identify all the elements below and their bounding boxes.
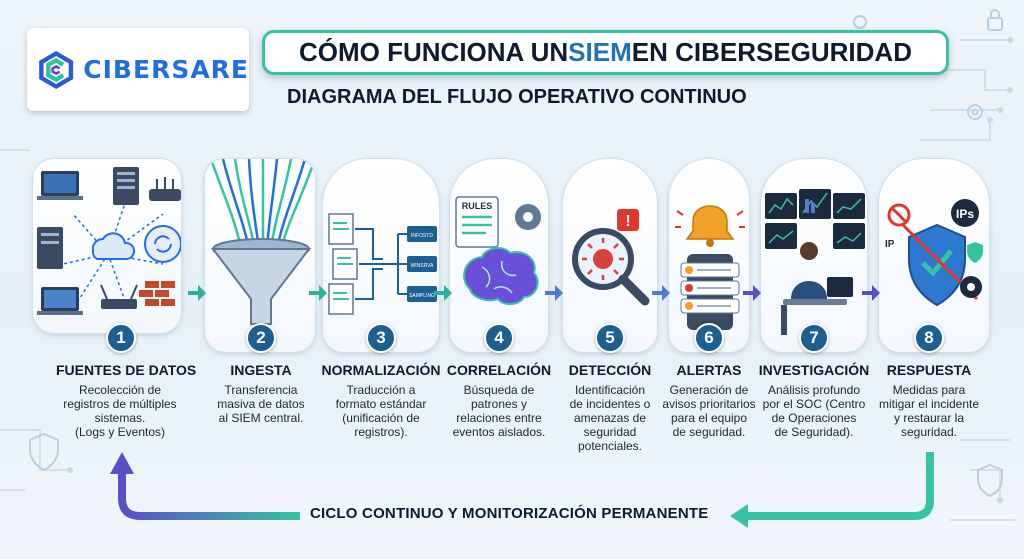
cycle-label: CICLO CONTINUO Y MONITORIZACIÓN PERMANEN…	[306, 505, 713, 522]
stage-card-investigacion	[760, 158, 868, 353]
analyst-icon	[765, 189, 865, 335]
title-suffix: EN CIBERSEGURIDAD	[631, 37, 912, 67]
stage-title-2: INGESTA	[230, 362, 292, 378]
flow-arrow-1	[186, 278, 208, 308]
stage-title-7: INVESTIGACIÓN	[758, 362, 870, 378]
stage-number-8: 8	[914, 323, 944, 353]
logo-text: CIBERSARE	[83, 55, 249, 84]
stage-card-normalizacion: INFOSTD WINSRVA SAMPLING	[322, 158, 440, 353]
ip-label: IP	[885, 239, 895, 250]
flow-arrow-2	[307, 278, 329, 308]
stage-title-5: DETECCIÓN	[568, 362, 652, 378]
doc-label-1: INFOSTD	[411, 233, 433, 239]
stage-number-1: 1	[106, 323, 136, 353]
ips-badge: IPs	[956, 207, 974, 221]
stage-title-4: CORRELACIÓN	[446, 362, 552, 378]
stage-card-correlacion: RULES	[449, 158, 549, 353]
decor-gear-icon	[853, 15, 983, 120]
svg-text:!: !	[625, 213, 630, 230]
logo-mark-icon	[39, 50, 74, 89]
stage-number-4: 4	[484, 323, 514, 353]
lock-icon	[987, 9, 1003, 31]
stage-card-alertas	[668, 158, 750, 353]
stage-title-6: ALERTAS	[676, 362, 742, 378]
flow-arrow-7	[860, 278, 882, 308]
stage-number-3: 3	[366, 323, 396, 353]
flow-arrow-6	[741, 278, 763, 308]
doc-label-3: SAMPLING	[409, 293, 435, 299]
stage-number-5: 5	[595, 323, 625, 353]
stage-card-ingesta	[204, 158, 316, 353]
stage-number-7: 7	[799, 323, 829, 353]
doc-label-2: WINSRVA	[411, 263, 435, 269]
stage-title-8: RESPUESTA	[886, 362, 972, 378]
page-subtitle: DIAGRAMA DEL FLUJO OPERATIVO CONTINUO	[287, 86, 747, 108]
network-devices-icon	[37, 167, 181, 315]
stage-title-1: FUENTES DE DATOS	[56, 362, 197, 378]
brand-logo: CIBERSARE	[27, 28, 249, 111]
decor-shield-icon	[29, 432, 1003, 498]
stage-card-fuentes	[32, 158, 182, 334]
stage-card-respuesta: IPs IP	[878, 158, 990, 353]
flow-arrow-4	[543, 278, 565, 308]
funnel-icon	[209, 159, 315, 339]
gear-icon	[515, 204, 541, 230]
documents-icon: INFOSTD WINSRVA SAMPLING	[328, 213, 437, 315]
flow-arrow-3	[432, 278, 454, 308]
brain-icon: RULES	[455, 196, 541, 305]
title-highlight: SIEM	[568, 37, 632, 67]
title-prefix: CÓMO FUNCIONA UN	[299, 37, 569, 67]
page-title: CÓMO FUNCIONA UN SIEM EN CIBERSEGURIDAD	[262, 30, 949, 75]
stage-number-2: 2	[246, 323, 276, 353]
stage-card-deteccion: !	[562, 158, 658, 353]
shield-icon: IPs IP	[885, 199, 983, 307]
flow-arrow-5	[650, 278, 672, 308]
stage-title-3: NORMALIZACIÓN	[321, 362, 441, 378]
bell-icon	[675, 205, 745, 330]
magnifier-virus-icon: !	[572, 209, 650, 306]
rules-label: RULES	[462, 201, 493, 211]
stage-number-6: 6	[694, 323, 724, 353]
